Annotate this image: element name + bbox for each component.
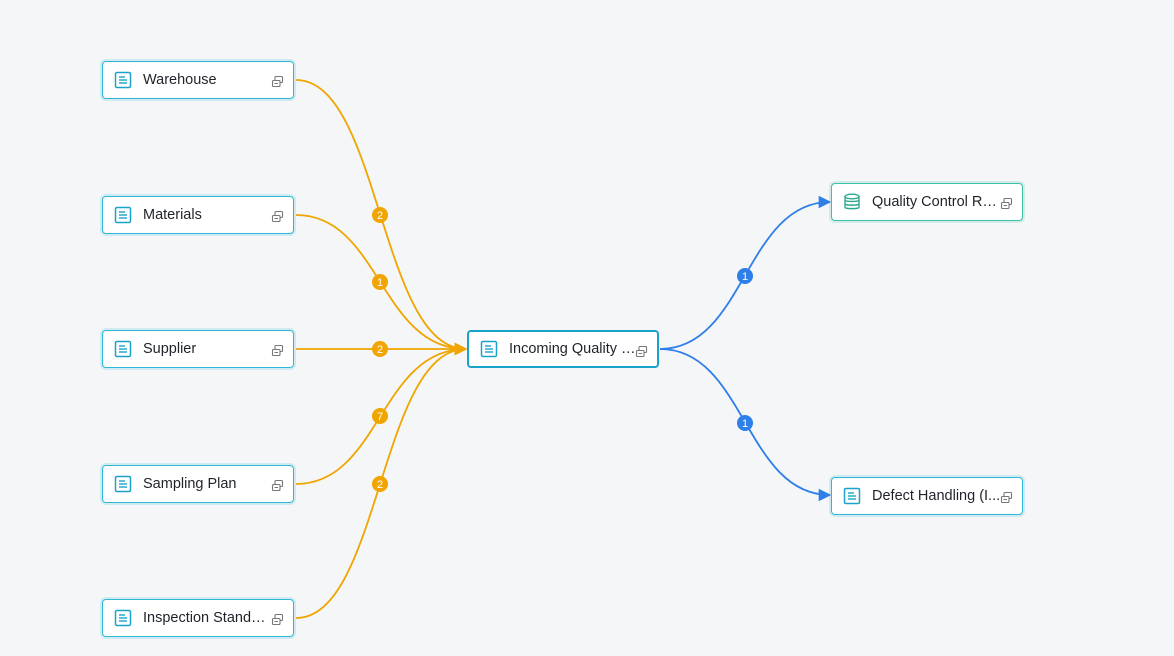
table-icon — [114, 609, 132, 627]
node-label: Defect Handling (I... — [872, 488, 1001, 504]
svg-text:7: 7 — [377, 411, 383, 423]
table-icon — [114, 206, 132, 224]
edge-count-badge[interactable]: 1 — [737, 268, 753, 284]
svg-text:2: 2 — [377, 210, 383, 222]
node-incoming-quality[interactable]: Incoming Quality C... — [467, 330, 659, 368]
link-icon[interactable] — [1000, 491, 1013, 504]
node-label: Materials — [143, 207, 202, 223]
svg-text:1: 1 — [742, 418, 748, 430]
edge-count-badge[interactable]: 2 — [372, 207, 388, 223]
node-label: Quality Control Re... — [872, 194, 1002, 210]
table-icon — [480, 340, 498, 358]
link-icon[interactable] — [271, 479, 284, 492]
node-label: Incoming Quality C... — [509, 341, 639, 357]
node-materials[interactable]: Materials — [102, 196, 294, 234]
database-icon — [843, 193, 861, 211]
link-icon[interactable] — [271, 613, 284, 626]
link-icon[interactable] — [1000, 197, 1013, 210]
svg-text:2: 2 — [377, 479, 383, 491]
table-icon — [114, 475, 132, 493]
edge-count-badge[interactable]: 1 — [737, 415, 753, 431]
node-sampling-plan[interactable]: Sampling Plan — [102, 465, 294, 503]
node-label: Inspection Standar... — [143, 610, 273, 626]
node-label: Warehouse — [143, 72, 217, 88]
node-label: Sampling Plan — [143, 476, 237, 492]
edge-count-badge[interactable]: 2 — [372, 341, 388, 357]
svg-text:1: 1 — [742, 271, 748, 283]
svg-text:2: 2 — [377, 344, 383, 356]
node-label: Supplier — [143, 341, 197, 357]
link-icon[interactable] — [271, 75, 284, 88]
node-quality-control[interactable]: Quality Control Re... — [831, 183, 1023, 221]
table-icon — [114, 71, 132, 89]
node-inspection-standard[interactable]: Inspection Standar... — [102, 599, 294, 637]
link-icon[interactable] — [271, 210, 284, 223]
edge-count-badge[interactable]: 1 — [372, 274, 388, 290]
edge-count-badge[interactable]: 2 — [372, 476, 388, 492]
svg-text:1: 1 — [377, 277, 383, 289]
link-icon[interactable] — [635, 345, 648, 358]
edge-count-badge[interactable]: 7 — [372, 408, 388, 424]
table-icon — [114, 340, 132, 358]
node-warehouse[interactable]: Warehouse — [102, 61, 294, 99]
table-icon — [843, 487, 861, 505]
node-supplier[interactable]: Supplier — [102, 330, 294, 368]
node-defect-handling[interactable]: Defect Handling (I... — [831, 477, 1023, 515]
link-icon[interactable] — [271, 344, 284, 357]
